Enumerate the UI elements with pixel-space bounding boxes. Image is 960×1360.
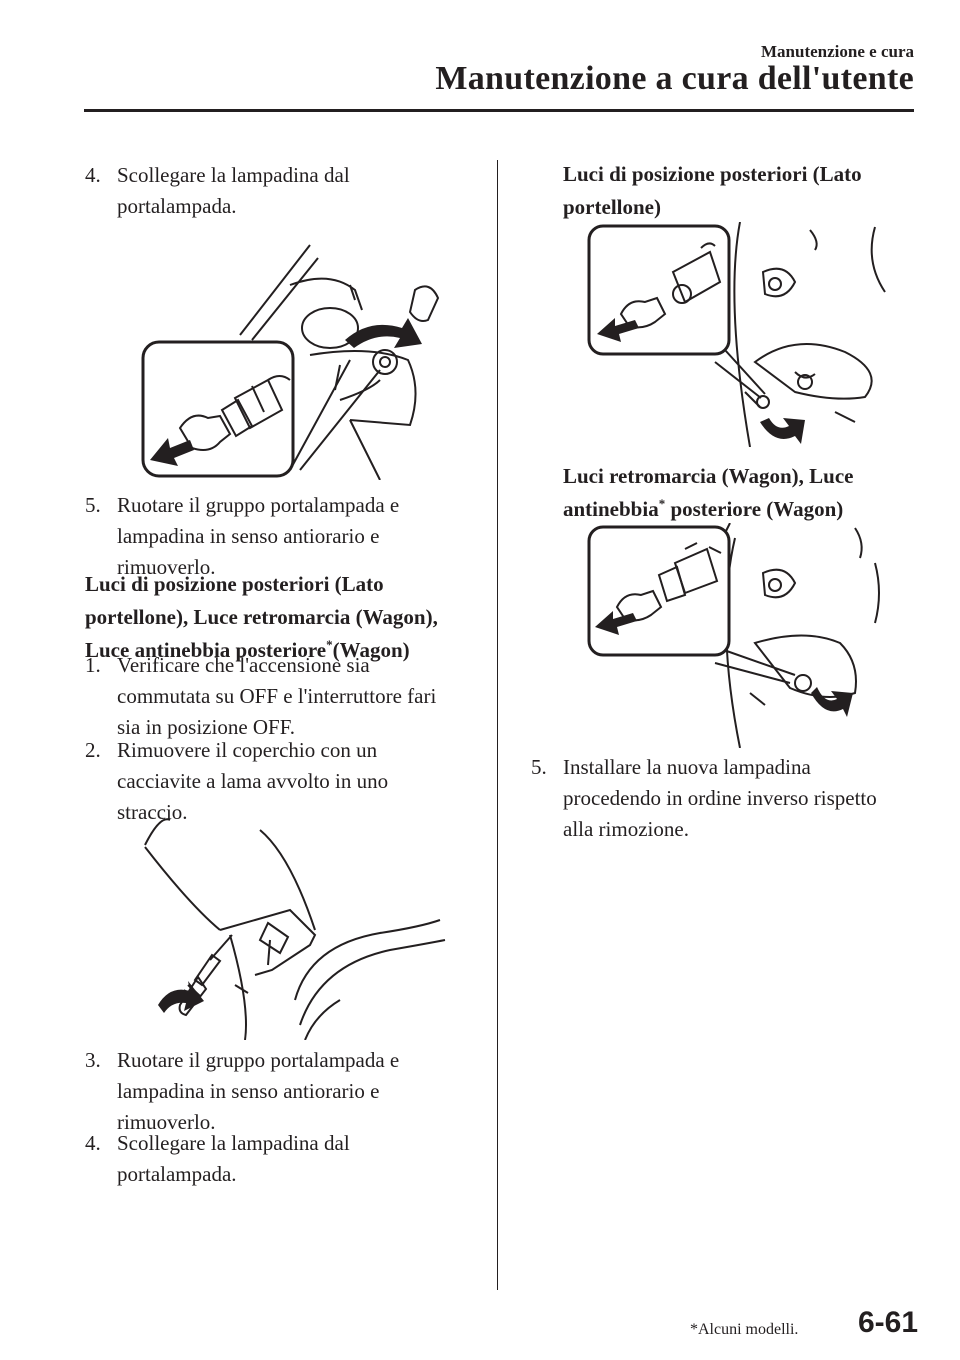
- column-divider: [497, 160, 498, 1290]
- rotation-arrow-icon: [760, 418, 805, 444]
- rotation-arrow-icon: [158, 981, 204, 1013]
- heading-text: Luce antinebbia posteriore: [85, 638, 327, 662]
- heading-text: posteriore (Wagon): [665, 497, 844, 521]
- step-text: portalampada.: [117, 194, 237, 218]
- step-text: lampadina in senso antiorario e: [117, 1079, 380, 1103]
- section-heading-rear-lights: Luci di posizione posteriori (Lato porte…: [85, 568, 438, 667]
- step-number: 5.: [85, 493, 101, 517]
- heading-line: Luce antinebbia posteriore*(Wagon): [85, 634, 438, 667]
- step-number: 4.: [85, 1131, 101, 1155]
- footnote-marker: *: [658, 496, 666, 511]
- step-text: Scollegare la lampadina dal: [117, 1131, 350, 1155]
- section-heading-wagon-lights: Luci retromarcia (Wagon), Luce antinebbi…: [563, 460, 853, 526]
- step-text: Rimuovere il coperchio con un: [117, 738, 378, 762]
- page-number: 6-61: [858, 1306, 919, 1339]
- step-text: commutata su OFF e l'interruttore fari: [117, 684, 437, 708]
- step-text: Scollegare la lampadina dal: [117, 163, 350, 187]
- heading-text: (Wagon): [332, 638, 410, 662]
- footnote-marker: *: [326, 637, 333, 652]
- step-number: 5.: [531, 755, 547, 779]
- cover-removal-illustration: [144, 818, 446, 1040]
- page-title: Manutenzione a cura dell'utente: [435, 60, 914, 97]
- heading-line: Luci retromarcia (Wagon), Luce: [563, 464, 854, 488]
- heading-line: antinebbia* posteriore (Wagon): [563, 493, 853, 526]
- heading-line: portellone), Luce retromarcia (Wagon),: [85, 605, 438, 629]
- wagon-bulb-illustration: [587, 523, 880, 748]
- step-text: alla rimozione.: [563, 817, 689, 841]
- bulb-removal-illustration: [141, 244, 440, 480]
- step-text: Verificare che l'accensione sia: [117, 653, 370, 677]
- pull-out-arrow-icon: [150, 438, 194, 466]
- section-heading-tailgate-lights: Luci di posizione posteriori (Lato porte…: [563, 158, 862, 224]
- heading-line: portellone): [563, 195, 661, 219]
- step-number: 3.: [85, 1048, 101, 1072]
- step-text: Ruotare il gruppo portalampada e: [117, 1048, 400, 1072]
- step-text: straccio.: [117, 800, 188, 824]
- pull-out-arrow-icon: [595, 611, 637, 635]
- step-text: rimuoverlo.: [117, 1110, 216, 1134]
- step-text: procedendo in ordine inverso rispetto: [563, 786, 877, 810]
- step-number: 4.: [85, 163, 101, 187]
- section-title: Manutenzione e cura: [761, 42, 914, 61]
- tailgate-bulb-illustration: [587, 222, 886, 447]
- heading-line: Luci di posizione posteriori (Lato: [563, 162, 862, 186]
- footnote: *Alcuni modelli.: [690, 1321, 799, 1338]
- pull-out-arrow-icon: [597, 318, 639, 342]
- heading-text: antinebbia: [563, 497, 659, 521]
- rotation-arrow-icon: [811, 687, 853, 717]
- step-text: lampadina in senso antiorario e: [117, 524, 380, 548]
- heading-line: Luci di posizione posteriori (Lato: [85, 572, 384, 596]
- step-text: Ruotare il gruppo portalampada e: [117, 493, 400, 517]
- step-text: rimuoverlo.: [117, 555, 216, 579]
- step-number: 2.: [85, 738, 101, 762]
- rotation-arrow-icon: [345, 318, 422, 348]
- step-text: portalampada.: [117, 1162, 237, 1186]
- step-number: 1.: [85, 653, 101, 677]
- step-text: Installare la nuova lampadina: [563, 755, 811, 779]
- step-text: cacciavite a lama avvolto in uno: [117, 769, 389, 793]
- step-text: sia in posizione OFF.: [117, 715, 295, 739]
- header-rule: [84, 109, 914, 112]
